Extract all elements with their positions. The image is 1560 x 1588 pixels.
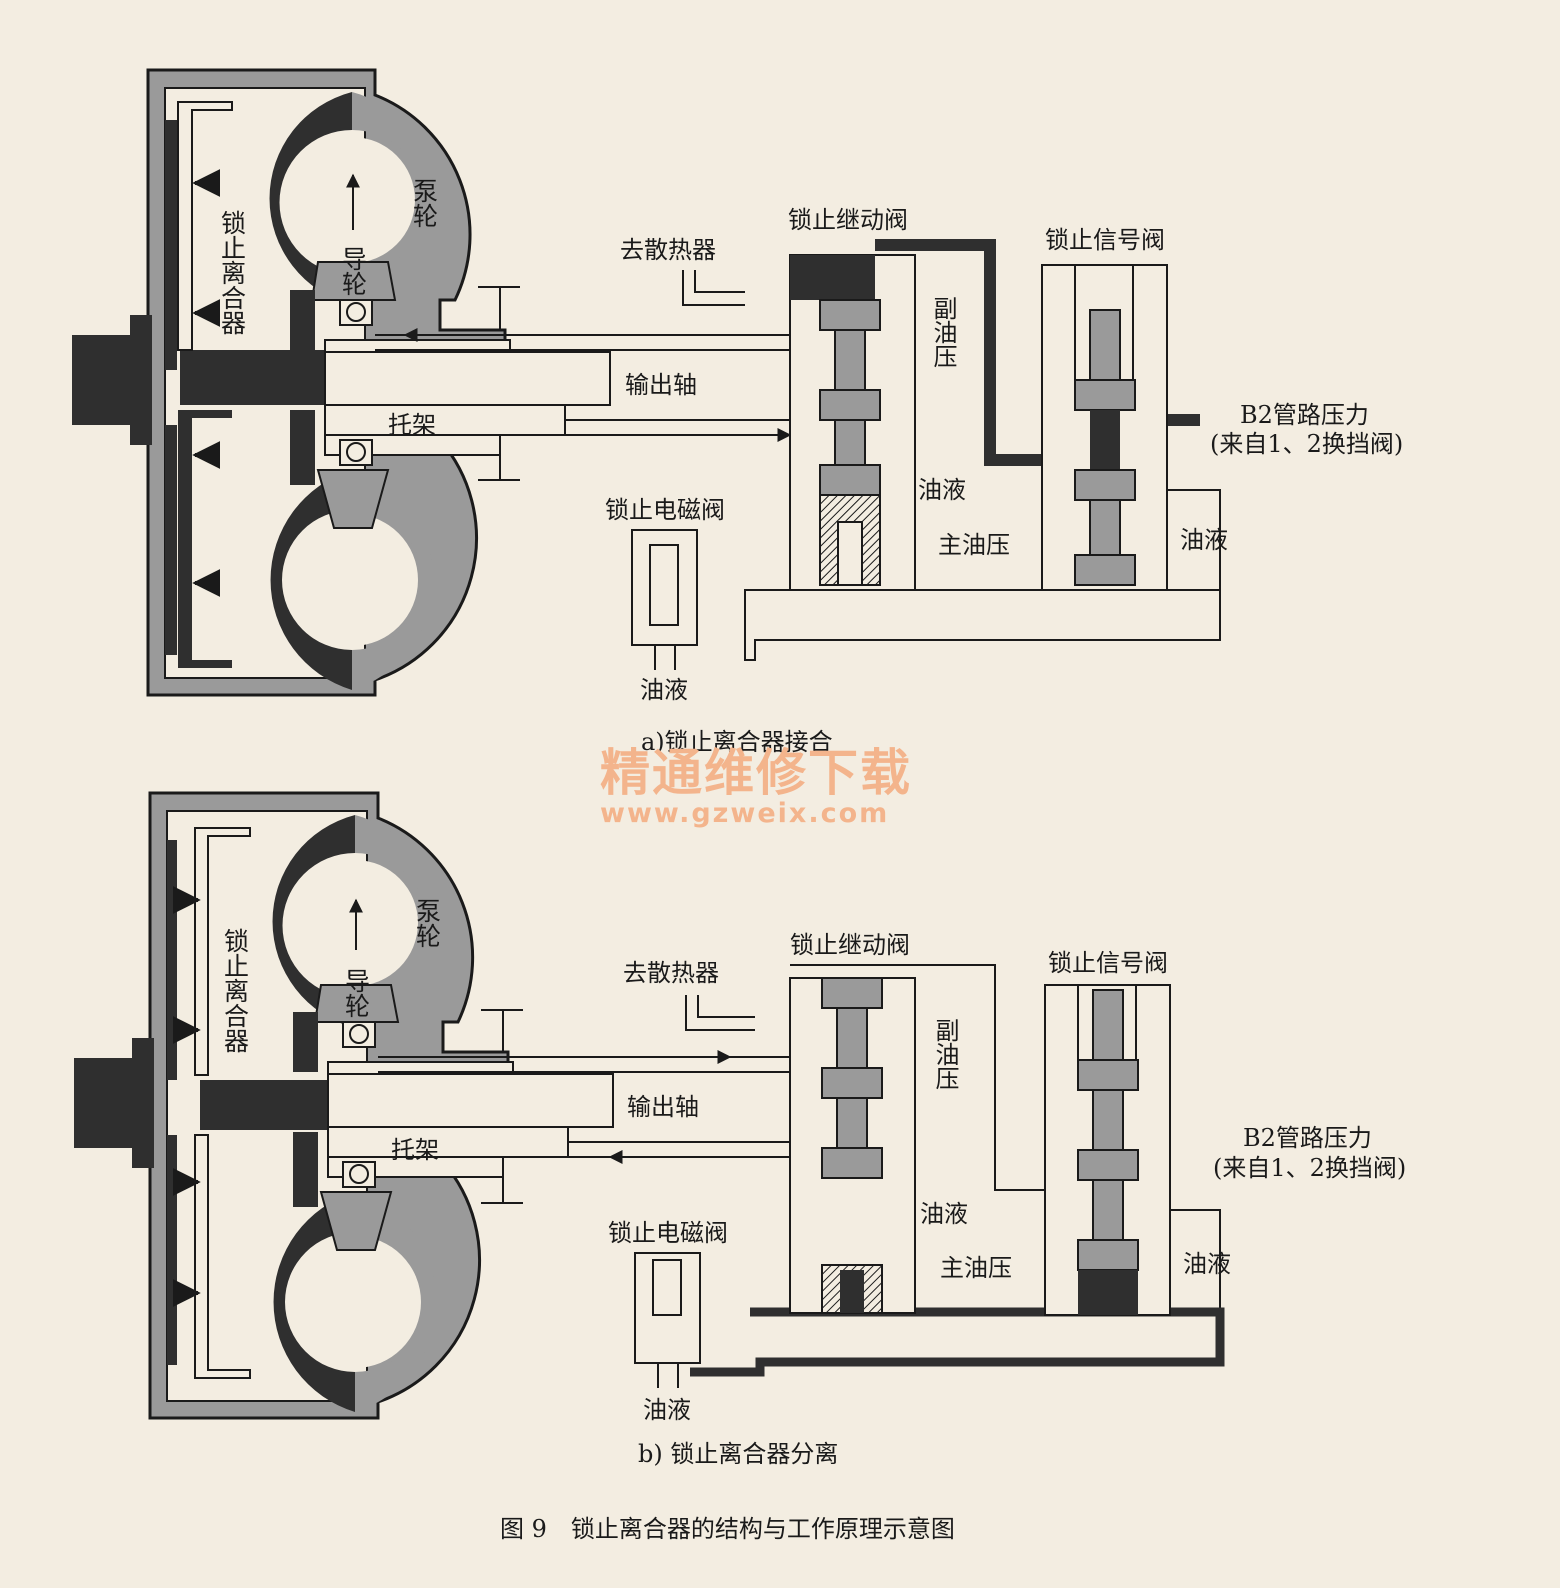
labels-engaged: 锁止离合器 泵轮 导轮 输出轴 托架 去散热器 锁止继动阀 锁止信号阀 副油压 … [218, 178, 1404, 756]
torus-bottom [270, 410, 434, 690]
lockup-solenoid-valve [631, 529, 698, 670]
stator-label: 导轮 [339, 246, 368, 296]
b2-pressure-label: B2管路压力 [1240, 401, 1369, 429]
to-cooler-label: 去散热器 [623, 959, 719, 987]
diagram-disengaged: 锁止离合器 泵轮 导轮 输出轴 托架 去散热器 锁止继动阀 锁止信号阀 副油压 … [74, 791, 1407, 1468]
signal-fluid-label: 油液 [1180, 526, 1228, 554]
caption-disengaged: b) 锁止离合器分离 [638, 1440, 838, 1468]
solenoid-label: 锁止电磁阀 [605, 496, 725, 524]
signal-valve-label: 锁止信号阀 [1048, 949, 1168, 977]
caption-engaged: a)锁止离合器接合 [641, 728, 833, 756]
watermark-url: www.gzweix.com [600, 798, 889, 829]
to-cooler-label: 去散热器 [620, 236, 716, 264]
shaft-carrier [327, 1009, 614, 1204]
output-shaft-label: 输出轴 [627, 1093, 699, 1121]
secondary-pressure-label: 副油压 [931, 1018, 959, 1090]
lockup-signal-valve [1044, 984, 1171, 1316]
stator-label: 导轮 [342, 968, 371, 1018]
lockup-solenoid-valve [634, 1252, 701, 1388]
b2-source-label: (来自1、2换挡阀) [1210, 430, 1403, 458]
relay-valve-label: 锁止继动阀 [788, 206, 908, 234]
lockup-clutch-plate [167, 827, 330, 1379]
carrier-label: 托架 [391, 1136, 439, 1164]
relay-valve-label: 锁止继动阀 [790, 931, 910, 959]
watermark: 精通维修下载 www.gzweix.com [600, 744, 912, 829]
b2-source-label: (来自1、2换挡阀) [1213, 1154, 1406, 1182]
solenoid-fluid-label: 油液 [643, 1396, 691, 1424]
b2-pressure-label: B2管路压力 [1243, 1124, 1372, 1152]
lockup-relay-valve [789, 977, 916, 1314]
lockup-signal-valve [1041, 264, 1168, 591]
torus-bottom [273, 1132, 437, 1412]
clutch-arrows [172, 886, 201, 1307]
clutch-arrows [192, 169, 221, 597]
main-pressure-label: 主油压 [940, 1254, 1012, 1282]
relay-fluid-label: 油液 [920, 1200, 968, 1228]
carrier-label: 托架 [388, 411, 436, 439]
pump-label: 泵轮 [410, 178, 439, 228]
output-shaft-label: 输出轴 [625, 371, 697, 399]
lockup-clutch-label: 锁止离合器 [221, 928, 250, 1053]
pressure-line [690, 1307, 1225, 1377]
watermark-title: 精通维修下载 [600, 744, 912, 802]
signal-fluid-label: 油液 [1183, 1250, 1231, 1278]
lockup-relay-valve [789, 254, 916, 591]
pump-label: 泵轮 [413, 898, 442, 948]
lockup-clutch-label: 锁止离合器 [218, 210, 247, 335]
secondary-pressure-label: 副油压 [929, 296, 957, 368]
figure-caption: 图 9 锁止离合器的结构与工作原理示意图 [500, 1515, 955, 1543]
diagram-engaged: 锁止离合器 泵轮 导轮 输出轴 托架 去散热器 锁止继动阀 锁止信号阀 副油压 … [72, 68, 1404, 756]
solenoid-fluid-label: 油液 [640, 676, 688, 704]
shaft-carrier [200, 286, 611, 481]
signal-valve-label: 锁止信号阀 [1045, 226, 1165, 254]
relay-fluid-label: 油液 [918, 476, 966, 504]
main-pressure-label: 主油压 [938, 531, 1010, 559]
labels-disengaged: 锁止离合器 泵轮 导轮 输出轴 托架 去散热器 锁止继动阀 锁止信号阀 副油压 … [221, 898, 1407, 1468]
solenoid-label: 锁止电磁阀 [608, 1219, 728, 1247]
